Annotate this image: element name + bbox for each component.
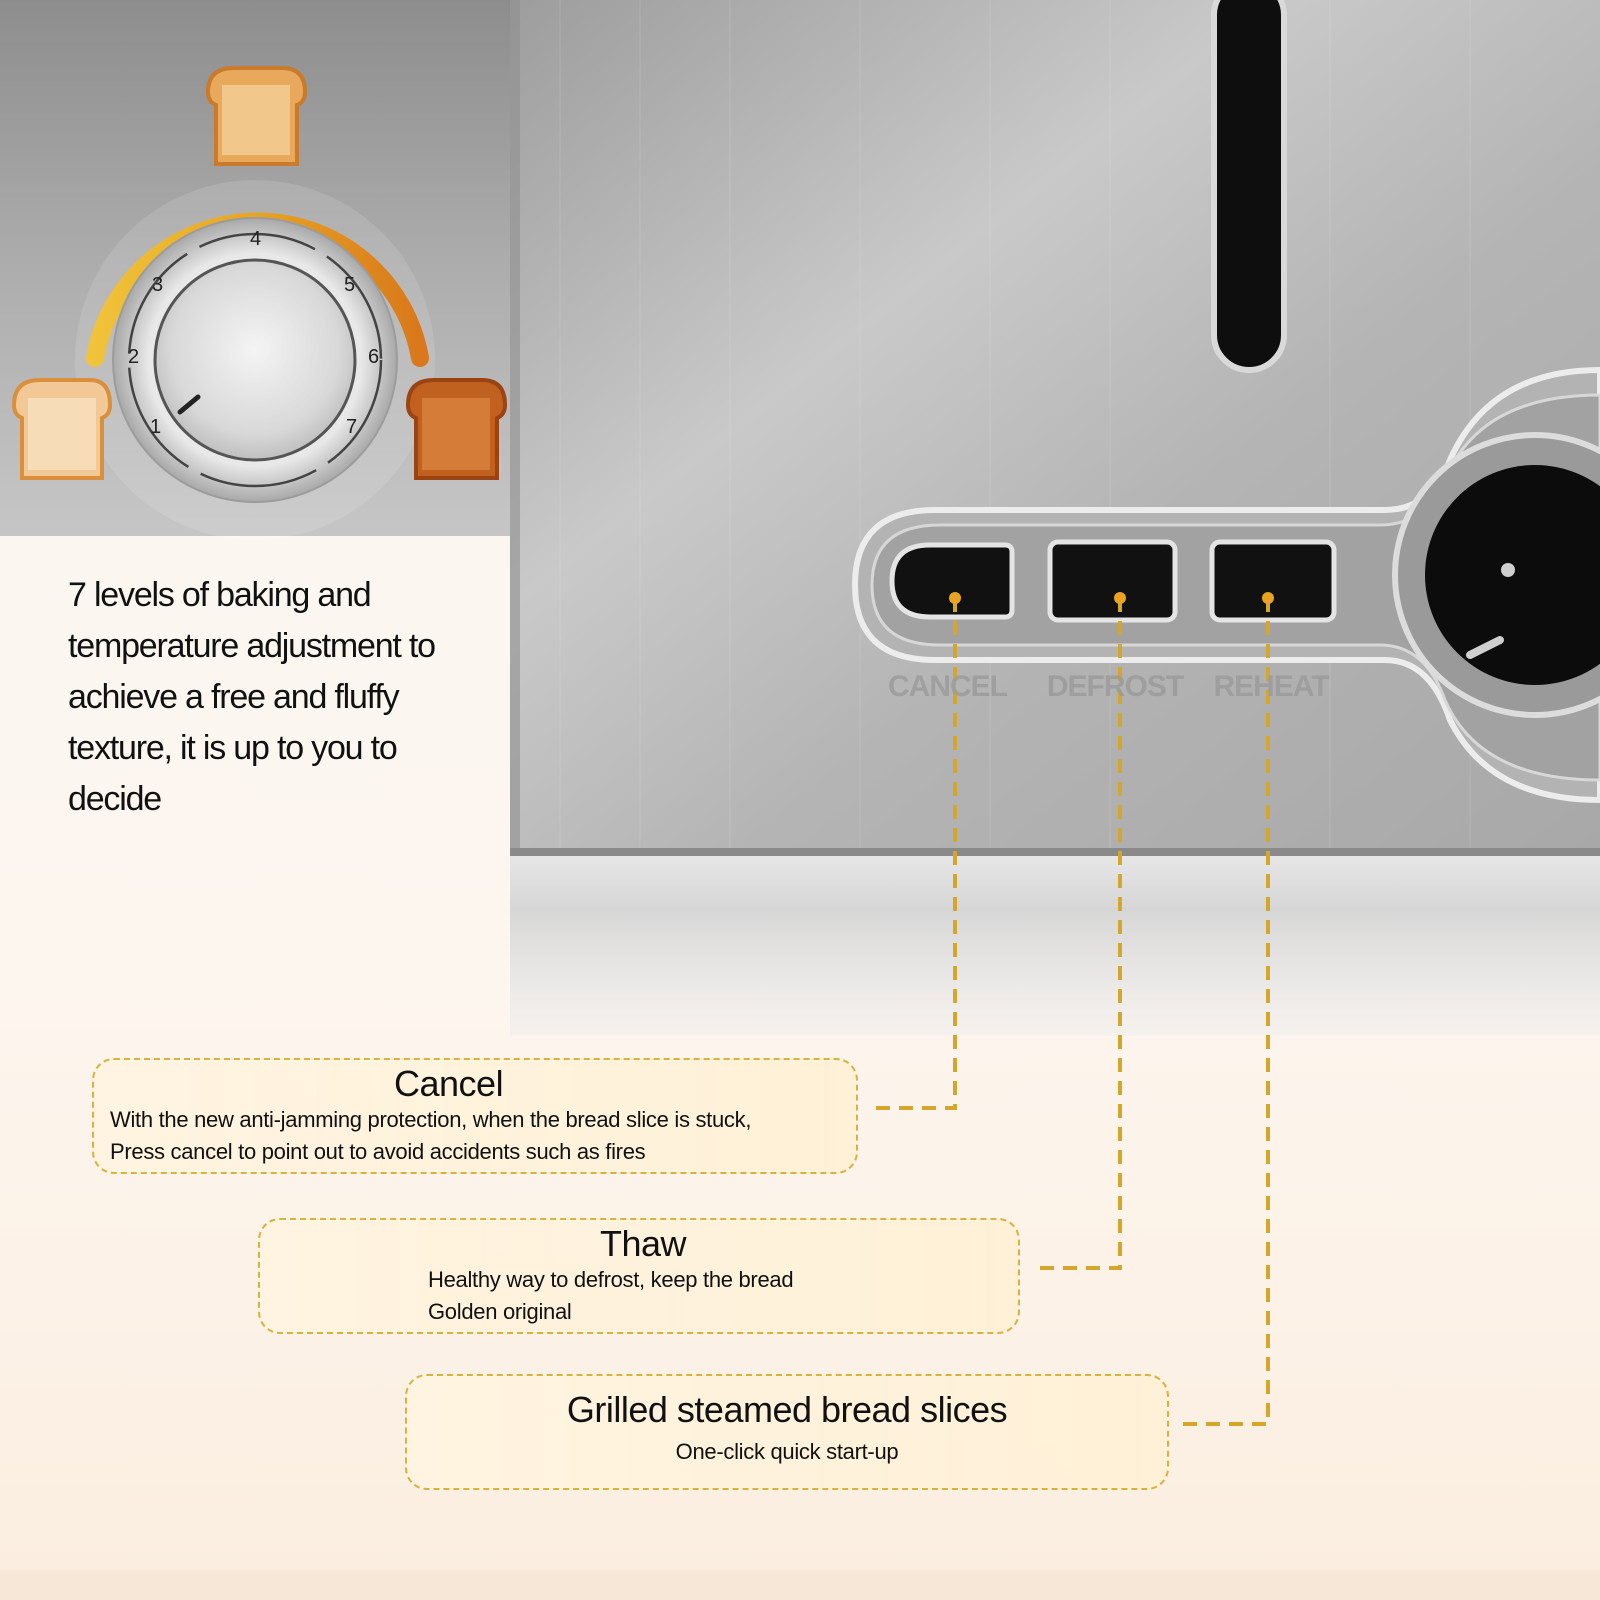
panel-label-cancel: CANCEL — [888, 670, 1008, 703]
dial-number: 3 — [152, 274, 164, 296]
callout-line: With the new anti-jamming protection, wh… — [110, 1107, 752, 1132]
panel-label-reheat: REHEAT — [1213, 670, 1329, 703]
callout-cancel: Cancel With the new anti-jamming protect… — [92, 1058, 858, 1174]
callout-title: Thaw — [600, 1223, 687, 1264]
dial-number: 1 — [150, 416, 162, 438]
dial-number: 5 — [344, 274, 356, 296]
panel-label-defrost: DEFROST — [1046, 670, 1184, 703]
toast-medium-icon — [205, 66, 308, 166]
callout-line: Golden original — [428, 1299, 572, 1324]
callout-description: One-click quick start-up — [675, 1439, 899, 1464]
callout-title: Grilled steamed bread slices — [566, 1389, 1008, 1430]
callout-line: Healthy way to defrost, keep the bread — [428, 1267, 794, 1292]
dial-number: 2 — [128, 346, 140, 368]
callout-description: With the new anti-jamming protection, wh… — [110, 1104, 850, 1168]
callout-description: Healthy way to defrost, keep the bread G… — [428, 1264, 988, 1328]
callout-title: Cancel — [394, 1063, 504, 1104]
callout-line: Press cancel to point out to avoid accid… — [110, 1139, 646, 1164]
toast-dark-icon — [405, 378, 508, 480]
dial-number: 6 — [368, 346, 380, 368]
callout-grill: Grilled steamed bread slices One-click q… — [405, 1374, 1169, 1490]
toast-light-icon — [11, 378, 113, 480]
intro-text: 7 levels of baking and temperature adjus… — [68, 576, 436, 818]
dial-number: 7 — [346, 416, 358, 438]
callout-thaw: Thaw Healthy way to defrost, keep the br… — [258, 1218, 1020, 1334]
bottom-strip — [0, 1570, 1600, 1600]
dial-number: 4 — [250, 228, 262, 250]
